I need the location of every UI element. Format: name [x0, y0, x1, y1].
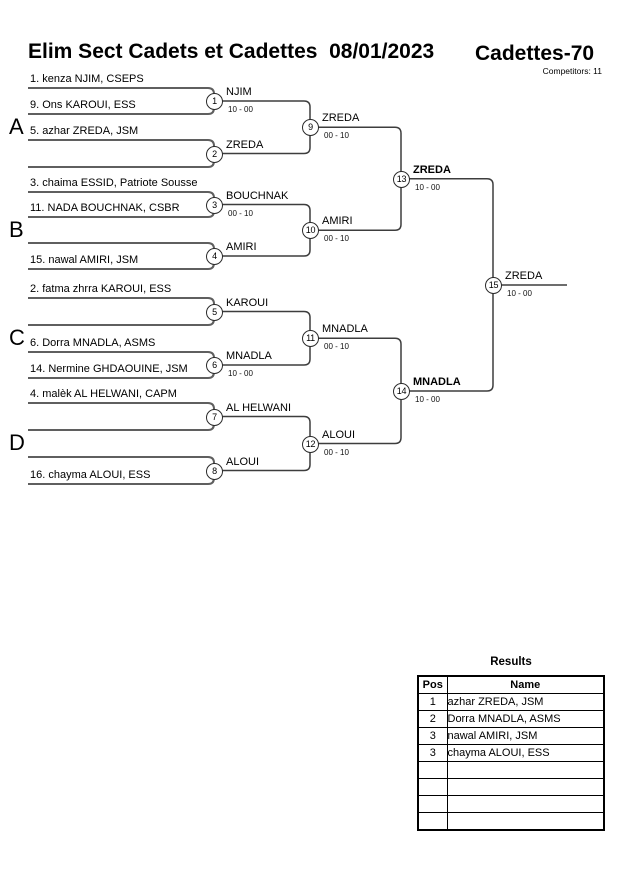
- name-cell: azhar ZREDA, JSM: [446, 693, 605, 711]
- match-1-number: 1: [206, 93, 223, 110]
- name-cell: [446, 761, 605, 779]
- match-9-score: 00 - 10: [324, 131, 349, 141]
- match-6-winner: MNADLA: [226, 350, 272, 362]
- match-7-number: 7: [206, 408, 223, 426]
- results-col-pos: Pos: [417, 675, 448, 694]
- match-12-winner: ALOUI: [322, 428, 356, 441]
- table-row: [417, 795, 605, 813]
- slot-name-9: 2. fatma zhrra KAROUI, ESS: [30, 283, 172, 295]
- competitors-count: Competitors: 11: [542, 66, 602, 76]
- section-label-c: C: [9, 325, 25, 350]
- section-label-d: D: [9, 430, 25, 455]
- match-4-winner: AMIRI: [226, 241, 257, 253]
- name-cell: [446, 795, 605, 813]
- match-14-number: 14: [393, 383, 410, 400]
- match-2-number: 2: [206, 145, 223, 163]
- match-9-number: 9: [302, 119, 319, 137]
- table-row: 1 azhar ZREDA, JSM: [417, 693, 605, 711]
- results-title: Results: [490, 656, 532, 668]
- match-10-winner: AMIRI: [322, 215, 353, 228]
- pos-cell: [417, 761, 448, 779]
- category-title: Cadettes-70: [475, 42, 595, 65]
- match-11-winner: MNADLA: [322, 323, 368, 336]
- pos-cell: 3: [417, 744, 448, 762]
- slot-name-6: 11. NADA BOUCHNAK, CSBR: [30, 202, 180, 214]
- match-13-winner: ZREDA: [413, 163, 451, 176]
- section-label-a: A: [9, 114, 24, 139]
- match-1-winner: NJIM: [226, 86, 252, 98]
- match-12-number: 12: [302, 435, 319, 453]
- match-3-winner: BOUCHNAK: [226, 189, 289, 202]
- match-13-number: 13: [393, 170, 410, 188]
- match-7-winner: AL HELWANI: [226, 401, 291, 414]
- results-col-name: Name: [446, 675, 605, 694]
- match-11-number: 11: [302, 330, 319, 348]
- match-12-score: 00 - 10: [324, 447, 349, 457]
- results-table: Pos Name 1 azhar ZREDA, JSM 2 Dorra MNAD…: [417, 675, 605, 831]
- match-3-number: 3: [206, 196, 223, 214]
- table-row: [417, 812, 605, 831]
- match-10-score: 00 - 10: [324, 234, 349, 244]
- table-row: [417, 761, 605, 779]
- slot-name-13: 4. malèk AL HELWANI, CAPM: [30, 388, 177, 400]
- slot-name-11: 6. Dorra MNADLA, ASMS: [30, 337, 156, 349]
- pos-cell: [417, 795, 448, 813]
- name-cell: [446, 812, 605, 831]
- match-3-score: 00 - 10: [228, 208, 253, 218]
- match-4-number: 4: [206, 248, 223, 265]
- slot-name-12: 14. Nermine GHDAOUINE, JSM: [30, 363, 188, 375]
- match-8-number: 8: [206, 462, 223, 480]
- page-title: Elim Sect Cadets et Cadettes 08/01/2023: [28, 40, 435, 63]
- name-cell: chayma ALOUI, ESS: [446, 744, 605, 762]
- slot-name-2: 9. Ons KAROUI, ESS: [30, 99, 136, 111]
- pos-cell: [417, 778, 448, 796]
- pos-cell: [417, 812, 448, 831]
- name-cell: Dorra MNADLA, ASMS: [446, 710, 605, 728]
- name-cell: [446, 778, 605, 796]
- match-5-number: 5: [206, 303, 223, 321]
- match-15-number: 15: [485, 277, 502, 294]
- table-row: 2 Dorra MNADLA, ASMS: [417, 710, 605, 728]
- section-label-b: B: [9, 217, 24, 242]
- match-2-winner: ZREDA: [226, 138, 264, 151]
- slot-name-1: 1. kenza NJIM, CSEPS: [30, 73, 144, 85]
- table-row: 3 chayma ALOUI, ESS: [417, 744, 605, 762]
- match-14-score: 10 - 00: [415, 395, 440, 404]
- table-row: 3 nawal AMIRI, JSM: [417, 727, 605, 745]
- slot-name-3: 5. azhar ZREDA, JSM: [30, 125, 139, 137]
- match-5-winner: KAROUI: [226, 296, 269, 309]
- match-11-score: 00 - 10: [324, 342, 349, 352]
- pos-cell: 3: [417, 727, 448, 745]
- match-15-score: 10 - 00: [507, 289, 532, 298]
- results-header-row: Pos Name: [417, 675, 605, 694]
- match-1-score: 10 - 00: [228, 105, 253, 114]
- match-6-score: 10 - 00: [228, 369, 253, 378]
- slot-name-16: 16. chayma ALOUI, ESS: [30, 469, 151, 481]
- slot-name-8: 15. nawal AMIRI, JSM: [30, 254, 139, 266]
- match-15-winner: ZREDA: [505, 270, 543, 282]
- pos-cell: 2: [417, 710, 448, 728]
- match-6-number: 6: [206, 357, 223, 374]
- match-14-winner: MNADLA: [413, 376, 461, 388]
- pos-cell: 1: [417, 693, 448, 711]
- match-8-winner: ALOUI: [226, 455, 260, 468]
- match-10-number: 10: [302, 222, 319, 240]
- table-row: [417, 778, 605, 796]
- slot-name-5: 3. chaima ESSID, Patriote Sousse: [30, 177, 198, 189]
- name-cell: nawal AMIRI, JSM: [446, 727, 605, 745]
- match-13-score: 10 - 00: [415, 182, 440, 192]
- match-9-winner: ZREDA: [322, 112, 360, 125]
- results-panel: Results Pos Name 1 azhar ZREDA, JSM 2 Do…: [417, 656, 605, 831]
